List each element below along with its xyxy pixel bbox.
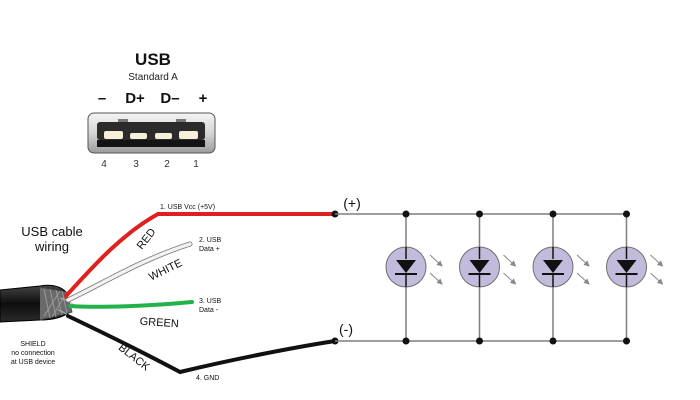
led-4-diode-icon xyxy=(616,260,637,273)
led-2-light-arrow-icon xyxy=(503,272,517,285)
led-branch-3 xyxy=(532,210,590,345)
led-1-bottom-junction xyxy=(402,337,410,345)
pin-symbol-2: D– xyxy=(160,90,179,107)
led-branch-4 xyxy=(606,210,664,345)
connector-title: USB xyxy=(135,50,171,69)
pin-symbol-4: – xyxy=(98,90,106,107)
wire-4-function-label: 4. GND xyxy=(196,375,219,382)
led-3-light-arrow-icon xyxy=(576,254,590,267)
led-3-top-junction xyxy=(549,210,557,218)
pin-symbol-1: + xyxy=(199,90,208,107)
pin-2-contact xyxy=(155,133,172,139)
pin-number-1: 1 xyxy=(193,159,199,170)
led-4-bottom-junction xyxy=(623,337,630,345)
wire-2-function-line1: 2. USB xyxy=(199,237,222,244)
pin-number-4: 4 xyxy=(101,159,107,170)
led-3-diode-icon xyxy=(543,260,563,273)
pin-number-2: 2 xyxy=(164,159,170,170)
pin-3-contact xyxy=(130,133,147,139)
led-1-light-arrow-icon xyxy=(429,272,443,285)
negative-terminal-label: (-) xyxy=(339,321,353,337)
led-4-top-junction xyxy=(623,210,630,218)
led-2-top-junction xyxy=(476,210,483,218)
pin-symbol-3: D+ xyxy=(125,90,145,107)
led-branch-1 xyxy=(385,210,443,345)
usb-cable: USB cable wiring RED WHITE GREEN BLACK xyxy=(0,204,337,382)
led-3-bottom-junction xyxy=(549,337,557,345)
led-2-bottom-junction xyxy=(476,337,483,345)
wire-3-function-line1: 3. USB xyxy=(199,298,222,305)
red-wire-color-label: RED xyxy=(135,226,159,252)
cable-title-line2: wiring xyxy=(34,239,69,254)
usb-plug-icon xyxy=(87,112,216,154)
shield-label-line3: at USB device xyxy=(11,359,55,366)
shield-label-line1: SHIELD xyxy=(20,341,45,348)
led-3-light-arrow-icon xyxy=(576,272,590,285)
green-wire xyxy=(68,300,194,309)
wire-1-function-label: 1. USB Vcc (+5V) xyxy=(160,204,215,211)
led-2-diode-icon xyxy=(469,260,490,273)
led-circuit: (+) (-) xyxy=(331,195,664,345)
green-wire-color-label: GREEN xyxy=(139,316,179,331)
led-4-light-arrow-icon xyxy=(650,254,664,267)
connector-subtitle: Standard A xyxy=(128,72,178,83)
led-array xyxy=(385,210,664,345)
wire-3-function-line2: Data - xyxy=(199,307,219,314)
led-branch-2 xyxy=(459,210,517,345)
positive-terminal-label: (+) xyxy=(343,195,361,211)
pin-4-contact xyxy=(104,131,123,139)
led-1-light-arrow-icon xyxy=(429,254,443,267)
led-4-light-arrow-icon xyxy=(650,272,664,285)
black-wire xyxy=(66,314,337,375)
red-wire xyxy=(64,212,337,298)
pin-1-contact xyxy=(179,131,198,139)
wire-2-function-line2: Data + xyxy=(199,246,220,253)
usb-connector: USB Standard A – D+ D– + 4 3 2 1 xyxy=(87,50,216,170)
led-2-light-arrow-icon xyxy=(503,254,517,267)
led-1-diode-icon xyxy=(396,260,416,273)
shield-label-line2: no connection xyxy=(11,350,55,357)
led-1-top-junction xyxy=(402,210,410,218)
cable-title-line1: USB cable xyxy=(21,224,82,239)
pin-number-3: 3 xyxy=(133,159,139,170)
white-wire-color-label: WHITE xyxy=(147,257,184,283)
